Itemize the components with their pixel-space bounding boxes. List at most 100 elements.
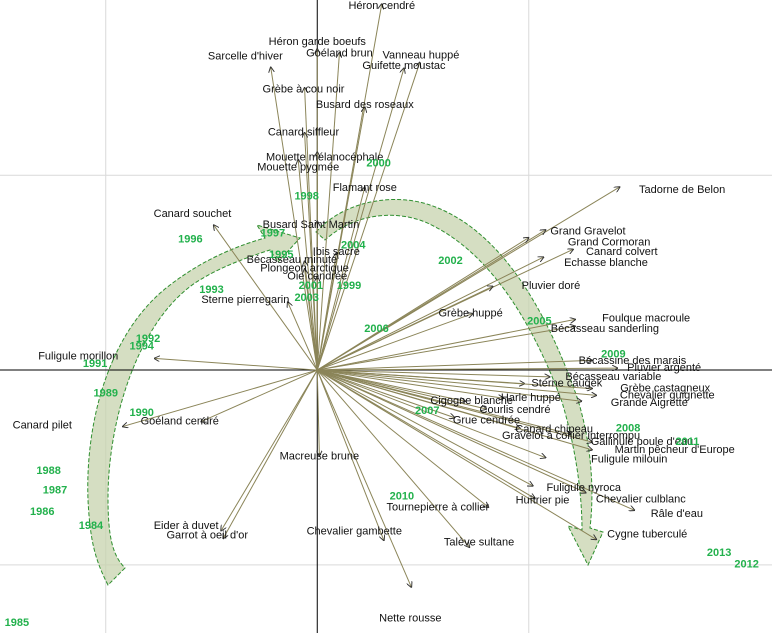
vector-macreuse-brune (317, 370, 319, 456)
vector-canard-pilet (123, 369, 318, 426)
species-label-becasseau-variable: Bécasseau variable (565, 371, 661, 383)
trajectory-arc-early (87, 224, 301, 586)
species-label-oie-cendree: Oie cendrée (287, 270, 347, 282)
vector-grue-cendree (317, 369, 454, 418)
year-label-1997: 1997 (261, 228, 285, 240)
species-label-sterne-pierregarin: Sterne pierregarin (201, 294, 289, 306)
year-label-1992: 1992 (136, 333, 160, 345)
species-label-busard-des-roseaux: Busard des roseaux (316, 99, 414, 111)
species-label-cigogne-blanche: Cigogne blanche (430, 395, 513, 407)
vector-taleve-sultane (316, 369, 469, 547)
species-label-canard-chipeau: Canard chipeau (515, 423, 593, 435)
species-label-grebe-a-cou-noir: Grèbe à cou noir (263, 84, 345, 96)
vector-grande-aigrette (317, 369, 581, 401)
year-label-1989: 1989 (94, 387, 118, 399)
species-label-martin-pecheur-d-europe: Martin pêcheur d'Europe (615, 444, 735, 456)
vector-grebe-castagneux (317, 369, 592, 389)
vector-chevalier-guignette (317, 369, 596, 395)
species-label-huitrier-pie: Huîtrier pie (516, 494, 570, 506)
species-label-fuligule-morillon: Fuligule morillon (38, 350, 118, 362)
year-label-2009: 2009 (601, 348, 625, 360)
species-label-eider-a-duvet: Eider à duvet (154, 520, 219, 532)
species-label-goeland-brun: Goéland brun (306, 47, 373, 59)
vector-busard-des-roseaux (316, 107, 365, 371)
vector-goeland-brun (316, 53, 339, 371)
vector-guifette-moustac (316, 68, 404, 371)
year-trajectory (87, 199, 604, 586)
species-label-fuligule-milouin: Fuligule milouin (591, 454, 667, 466)
species-label-garrot-a-oeil-d-or: Garrot à oeil d'or (166, 530, 248, 542)
species-label-chevalier-guignette: Chevalier guignette (620, 389, 715, 401)
vector-eider-a-duvet (221, 369, 318, 531)
vector-ibis-sacre (316, 253, 336, 371)
species-label-gallinule-poule-d-eau: Gallinule poule d'eau (591, 436, 693, 448)
year-label-2000: 2000 (366, 158, 390, 170)
species-label-rale-d-eau: Râle d'eau (651, 508, 703, 520)
year-labels: 1985198619871988198419891990199119921993… (5, 158, 759, 630)
species-label-sarcelle-d-hiver: Sarcelle d'hiver (208, 50, 283, 62)
year-label-2002: 2002 (438, 255, 462, 267)
vector-pluvier-argente (317, 368, 617, 370)
vector-tournepierre-a-collier (316, 369, 488, 507)
species-label-vanneau-huppe: Vanneau huppé (382, 49, 459, 61)
species-label-taleve-sultane: Talève sultane (444, 536, 514, 548)
species-label-tadorne-de-belon: Tadorne de Belon (639, 184, 725, 196)
vector-harle-huppe (317, 369, 503, 398)
species-label-becassine-des-marais: Bécassine des marais (579, 355, 687, 367)
species-label-grande-aigrette: Grande Aigrette (611, 397, 688, 409)
species-label-grand-gravelot: Grand Gravelot (550, 226, 625, 238)
species-label-mouette-melanocephale: Mouette mélanocéphale (266, 152, 383, 164)
species-label-echasse-blanche: Echasse blanche (564, 257, 648, 269)
vector-foulque-macroule (317, 319, 575, 371)
vector-plongeon-arctique (305, 269, 318, 371)
species-label-pluvier-dore: Pluvier doré (522, 280, 581, 292)
vector-chevalier-gambette (316, 369, 384, 540)
year-label-2004: 2004 (341, 239, 366, 251)
species-label-flamant-rose: Flamant rose (333, 182, 397, 194)
species-label-grebe-castagneux: Grèbe castagneux (620, 382, 710, 394)
year-label-2011: 2011 (675, 436, 699, 448)
year-label-2012: 2012 (734, 559, 758, 571)
vector-fuligule-nyroca (317, 369, 533, 486)
vector-martin-pecheur-d-europe (317, 369, 592, 450)
vector-becasseau-sanderling (317, 326, 575, 371)
species-label-plongeon-arctique: Plongeon arctique (260, 263, 349, 275)
year-label-2013: 2013 (707, 547, 731, 559)
species-label-busard-saint-martin: Busard Saint Martin (263, 219, 360, 231)
vector-courlis-cendre (317, 369, 486, 409)
species-label-canard-souchet: Canard souchet (154, 208, 232, 220)
species-label-cygne-tubercule: Cygne tuberculé (607, 529, 687, 541)
species-label-mouette-pygmee: Mouette pygmée (257, 161, 339, 173)
year-label-1991: 1991 (83, 358, 107, 370)
year-label-1987: 1987 (43, 485, 67, 497)
vector-echasse-blanche (317, 257, 543, 371)
vector-flamant-rose (316, 187, 365, 371)
year-label-2001: 2001 (299, 280, 323, 292)
year-label-1993: 1993 (199, 284, 223, 296)
species-label-grebe-huppe: Grèbe huppé (438, 307, 502, 319)
species-label-foulque-macroule: Foulque macroule (602, 312, 690, 324)
year-label-1998: 1998 (294, 191, 318, 203)
vector-canard-siffleur (305, 132, 318, 371)
trajectory-arc-late (315, 199, 604, 567)
species-label-chevalier-culblanc: Chevalier culblanc (596, 493, 686, 505)
vector-nette-rousse (316, 369, 411, 587)
vector-fuligule-morillon (154, 358, 318, 371)
species-label-gravelot-a-collier-interrompu: Gravelot à collier interrompu (502, 430, 640, 442)
vector-huitrier-pie (317, 369, 535, 499)
species-vectors (123, 4, 635, 587)
species-label-heron-cendre: Héron cendré (348, 0, 415, 12)
species-label-canard-colvert: Canard colvert (586, 246, 658, 258)
species-label-courlis-cendre: Courlis cendré (480, 404, 551, 416)
species-label-canard-pilet: Canard pilet (13, 419, 72, 431)
vector-vanneau-huppe (316, 62, 420, 371)
species-label-becasseau-sanderling: Bécasseau sanderling (551, 323, 659, 335)
vector-rale-d-eau (317, 369, 634, 510)
species-label-pluvier-argente: Pluvier argenté (627, 362, 701, 374)
year-label-1994: 1994 (129, 341, 154, 353)
year-label-1986: 1986 (30, 506, 54, 518)
vector-goeland-cendre (201, 369, 318, 422)
species-label-grue-cendree: Grue cendrée (453, 415, 520, 427)
